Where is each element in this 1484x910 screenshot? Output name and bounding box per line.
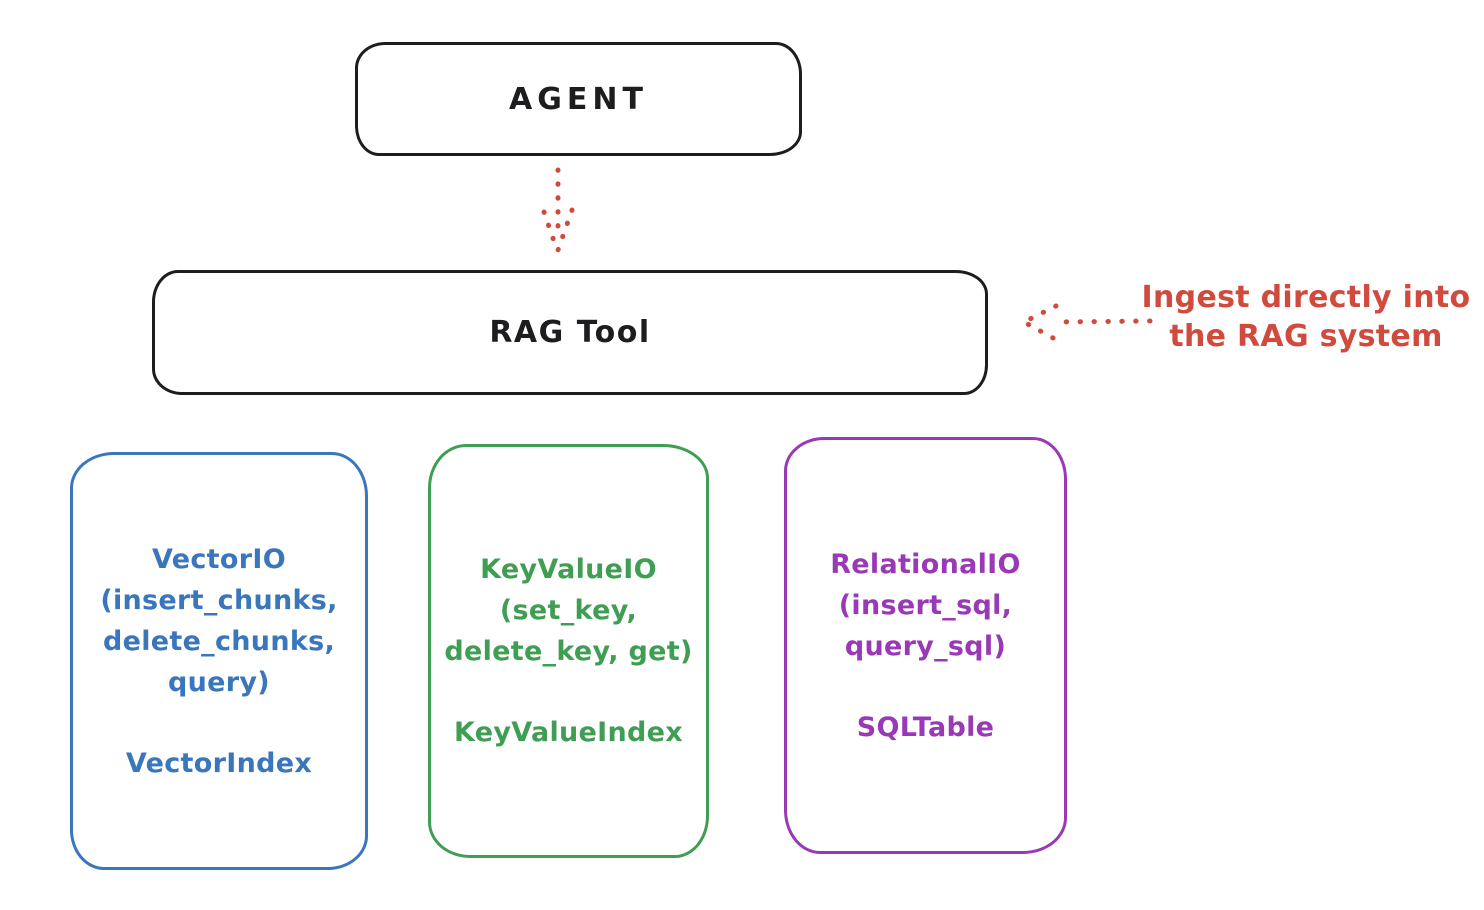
agent-node-label: AGENT (509, 81, 648, 117)
relational-io-operations: (insert_sql, query_sql) (838, 589, 1013, 662)
rag-tool-node-label: RAG Tool (489, 315, 651, 350)
vector-io-title: VectorIO (152, 543, 286, 575)
keyvalue-io-operations: (set_key, delete_key, get) (444, 595, 693, 667)
dotted-arrow-left-icon (1021, 303, 1153, 341)
relational-io-box: RelationalIO (insert_sql, query_sql) SQL… (784, 437, 1067, 854)
relational-io-title: RelationalIO (830, 548, 1021, 580)
sql-table-label: SQLTable (856, 711, 995, 743)
vector-io-box: VectorIO (insert_chunks, delete_chunks, … (70, 452, 368, 870)
keyvalue-io-box: KeyValueIO (set_key, delete_key, get) Ke… (428, 444, 709, 858)
keyvalue-index-label: KeyValueIndex (453, 717, 683, 748)
vector-io-operations: (insert_chunks, delete_chunks, query) (100, 584, 338, 698)
keyvalue-io-title: KeyValueIO (480, 554, 657, 585)
dotted-arrow-down-icon (541, 167, 575, 253)
ingest-annotation: Ingest directly into the RAG system (1141, 280, 1471, 354)
vector-index-label: VectorIndex (125, 747, 313, 779)
rag-tool-node: RAG Tool (152, 270, 988, 395)
agent-node: AGENT (355, 42, 802, 156)
